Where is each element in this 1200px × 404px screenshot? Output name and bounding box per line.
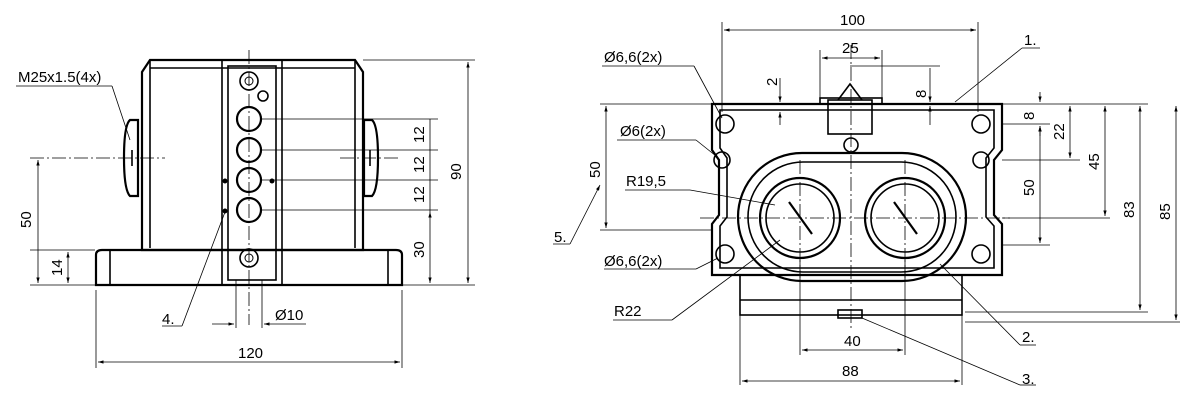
fix-hole-r <box>972 151 990 169</box>
top-view <box>553 22 1180 386</box>
dim-diam10: Ø10 <box>275 307 303 324</box>
dim-12c: 12 <box>411 186 428 203</box>
radius-22: R22 <box>614 303 642 320</box>
dim-50-front: 50 <box>18 211 35 228</box>
right-cable-gland <box>362 118 380 198</box>
dim-88: 88 <box>842 363 859 380</box>
dim-45: 45 <box>1086 153 1103 170</box>
dim-8-right: 8 <box>1021 112 1038 120</box>
small-screw-icon <box>257 90 269 102</box>
dim-50-right: 50 <box>1021 179 1038 196</box>
base-flange <box>94 248 404 287</box>
dim-25: 25 <box>842 40 859 57</box>
dim-50-left: 50 <box>587 161 604 178</box>
mount-hole-bl <box>715 244 735 264</box>
button-enclosure-outer <box>736 151 968 283</box>
dim-85: 85 <box>1157 203 1174 220</box>
callout-2: 2. <box>1022 329 1035 346</box>
callout-1: 1. <box>1024 32 1037 49</box>
dim-14-front: 14 <box>49 259 66 276</box>
dim-83: 83 <box>1121 201 1138 218</box>
dim-12b: 12 <box>411 156 428 173</box>
centre-strip-inner <box>227 65 277 281</box>
dim-40: 40 <box>844 333 861 350</box>
hole-mid-label: Ø6(2x) <box>620 123 666 140</box>
fix-hole-l <box>713 151 731 169</box>
callout-5: 5. <box>554 229 567 246</box>
dim-120: 120 <box>238 345 263 362</box>
top-latch <box>827 99 873 135</box>
mount-hole-br <box>971 244 991 264</box>
left-cable-gland <box>122 118 140 198</box>
dim-30-front: 30 <box>411 241 428 258</box>
dim-8-top: 8 <box>913 90 930 98</box>
top-housing-outline <box>710 102 1004 277</box>
centre-strip <box>221 59 283 286</box>
hole-top-label: Ø6,6(2x) <box>604 49 662 66</box>
dim-22: 22 <box>1051 123 1068 140</box>
dim-2: 2 <box>764 78 781 86</box>
dim-100: 100 <box>840 12 865 29</box>
mount-hole-tr <box>971 114 991 134</box>
dim-12a: 12 <box>411 126 428 143</box>
radius-19-5: R19,5 <box>626 173 666 190</box>
mount-hole-tl <box>715 114 735 134</box>
callout-3: 3. <box>1022 371 1035 388</box>
dim-90-front: 90 <box>448 163 465 180</box>
front-view <box>16 50 475 368</box>
callout-4: 4. <box>162 311 175 328</box>
hole-bottom-label: Ø6,6(2x) <box>604 253 662 270</box>
thread-label: M25x1.5(4x) <box>18 69 101 86</box>
